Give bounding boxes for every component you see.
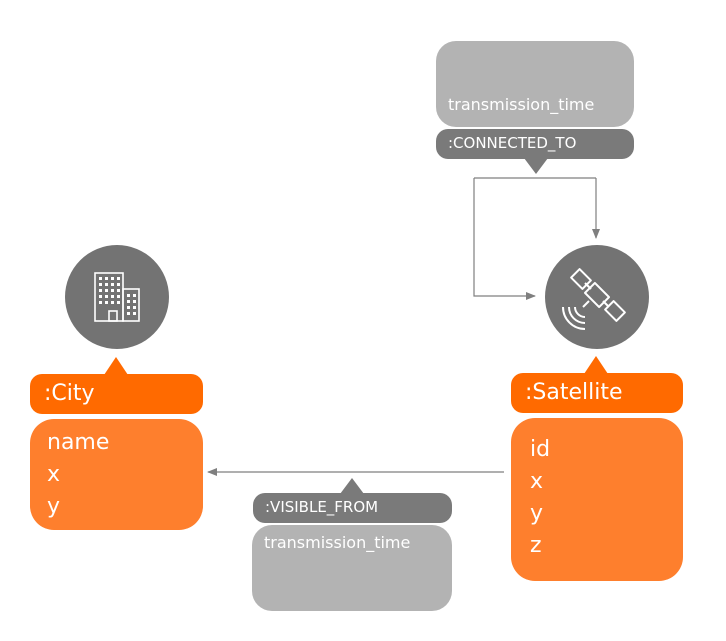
satellite-property-x: x (530, 469, 544, 494)
satellite-icon (562, 268, 626, 330)
city-property-y: y (47, 494, 61, 519)
satellite-property-z: z (530, 533, 542, 558)
visible-from-properties: transmission_time (252, 525, 452, 611)
visible-from-property: transmission_time (264, 533, 411, 552)
city-property-name: name (47, 430, 110, 455)
connected-to-property: transmission_time (448, 95, 595, 114)
visible-from-pointer (340, 478, 364, 494)
satellite-property-y: y (530, 501, 544, 526)
connected-to-edge-loop (473, 178, 536, 300)
satellite-icon-circle (545, 245, 649, 349)
connected-to-label: :CONNECTED_TO (436, 129, 634, 159)
city-label: :City (30, 374, 203, 414)
city-icon-circle (65, 245, 169, 349)
city-properties: name x y (30, 419, 203, 530)
connected-to-pointer (524, 158, 548, 174)
city-pointer (104, 357, 128, 375)
city-property-x: x (47, 462, 61, 487)
satellite-properties: id x y z (511, 418, 683, 581)
satellite-pointer (584, 356, 608, 374)
building-icon (94, 272, 140, 322)
satellite-property-id: id (530, 437, 551, 462)
satellite-label: :Satellite (511, 373, 683, 413)
visible-from-label: :VISIBLE_FROM (253, 493, 452, 523)
connected-to-properties: transmission_time (436, 41, 634, 127)
